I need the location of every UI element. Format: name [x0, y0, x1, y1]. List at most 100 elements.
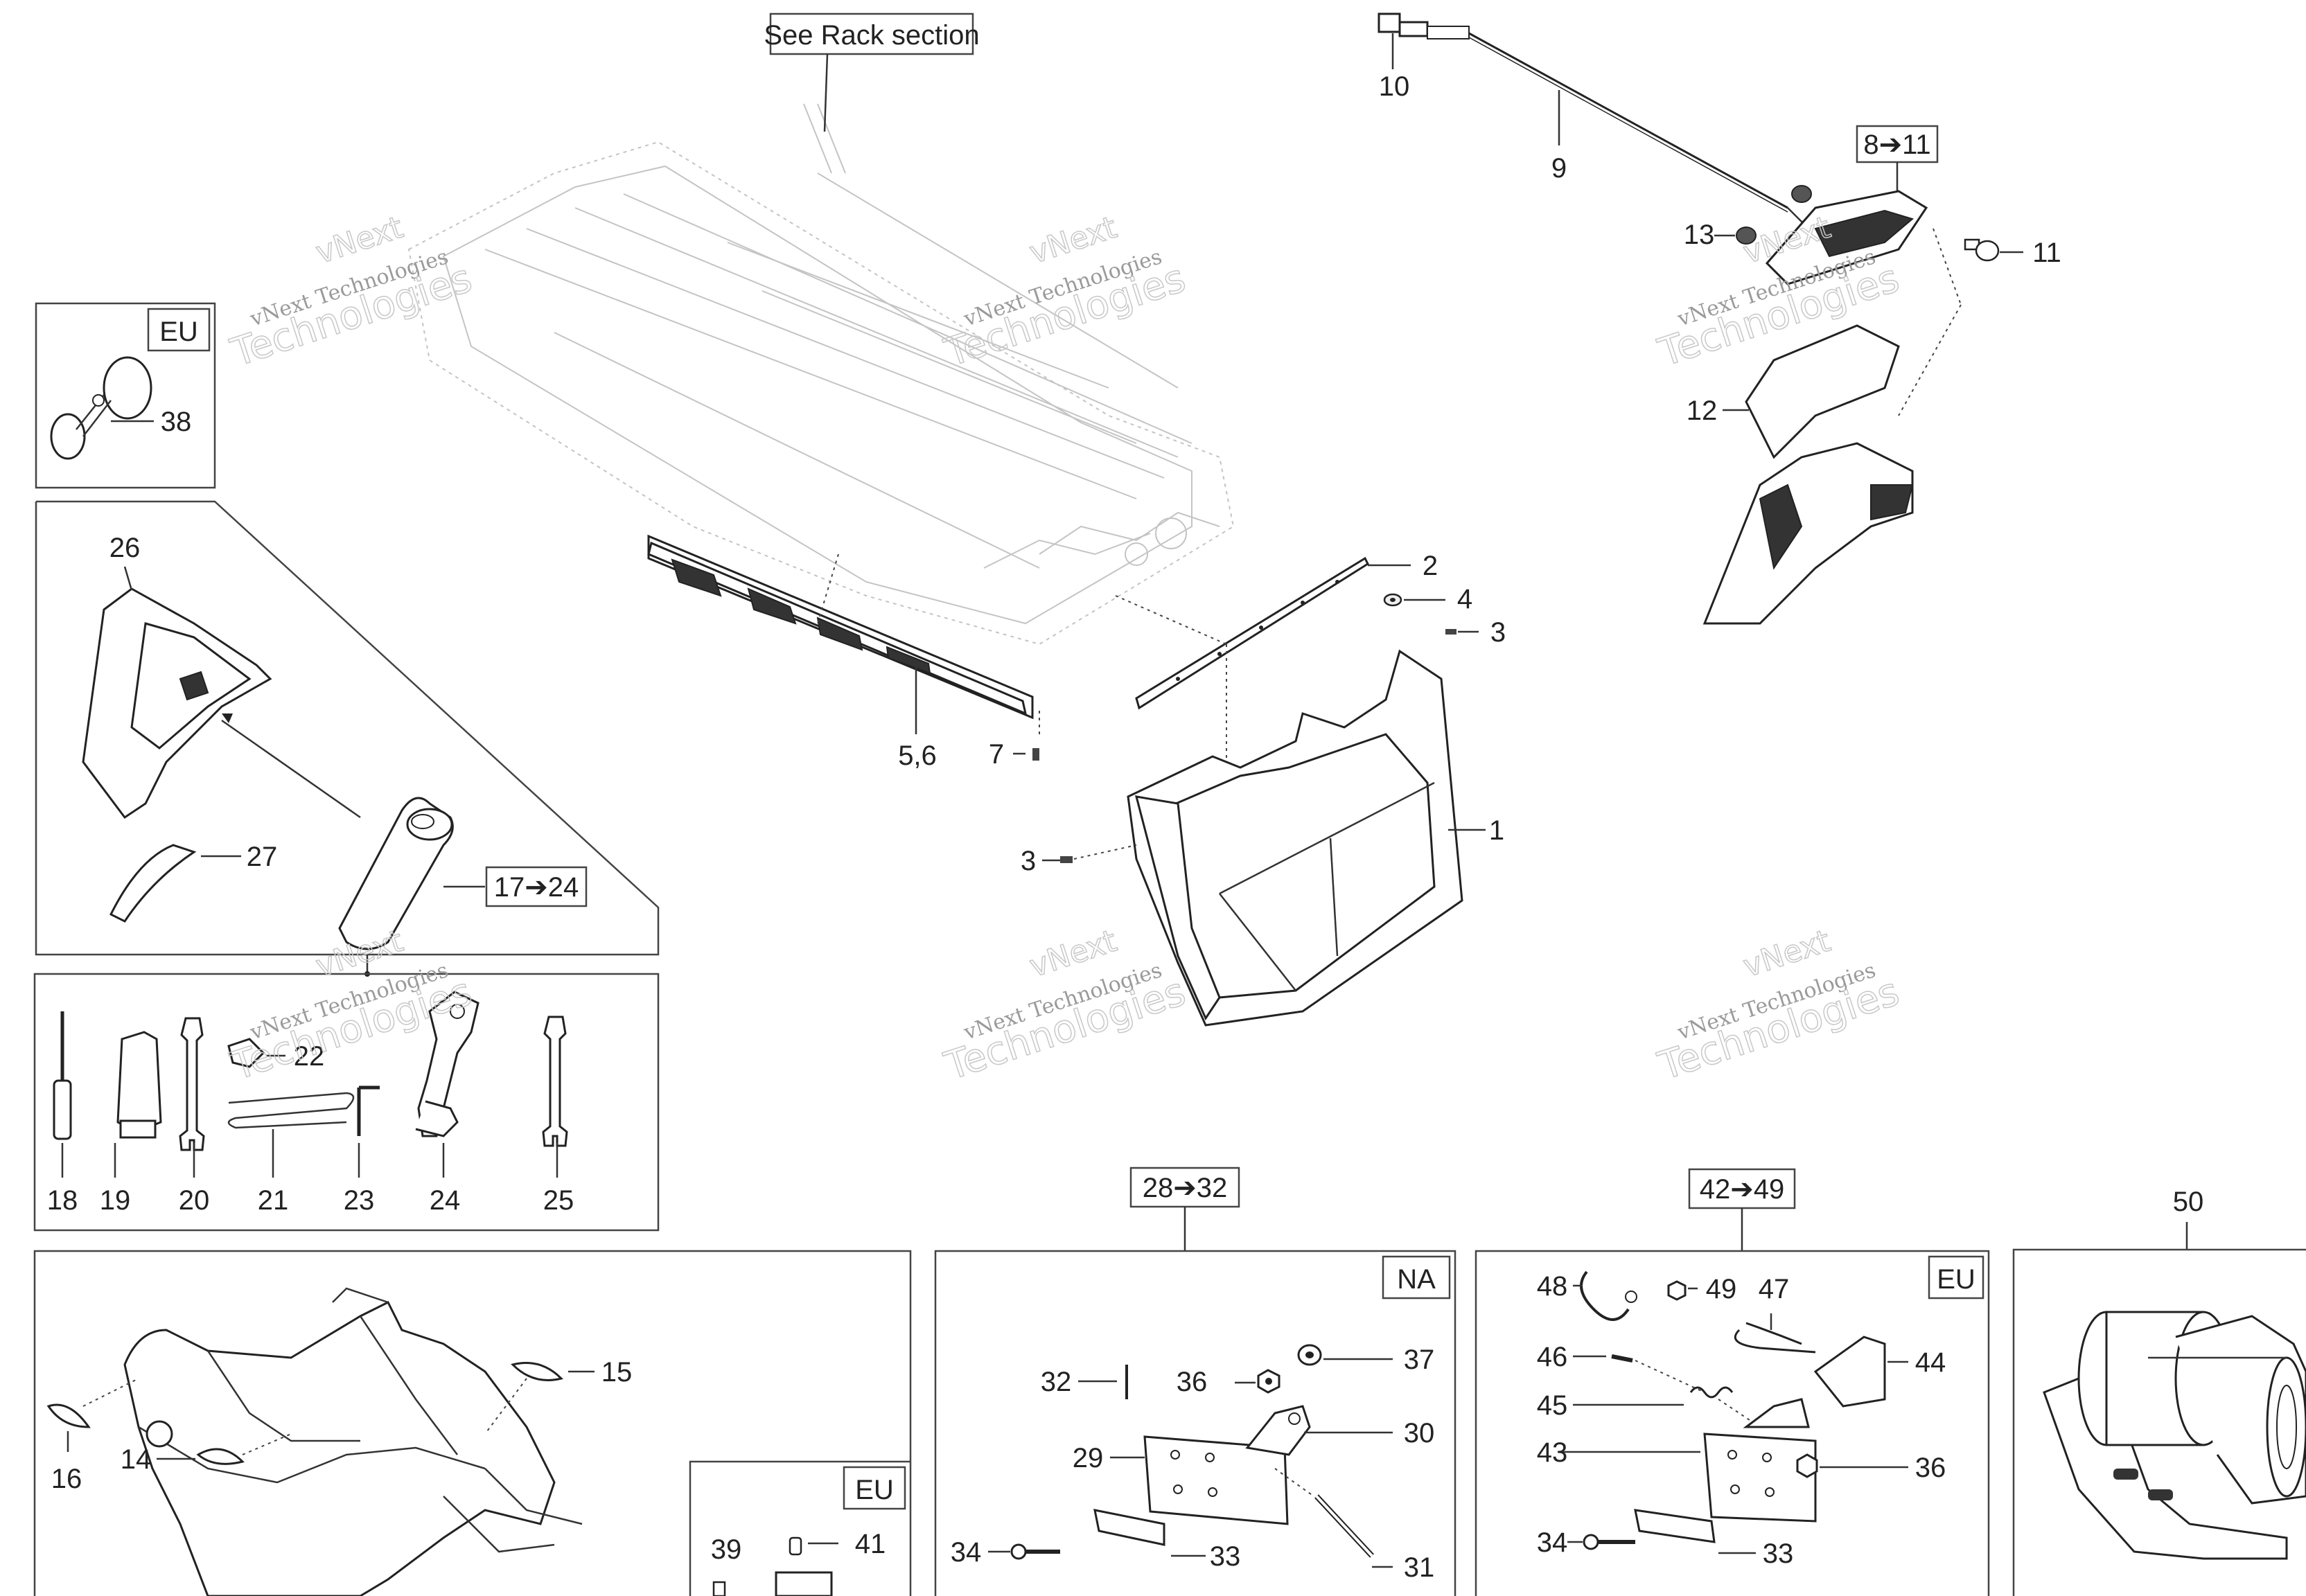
callout-11: 11: [2032, 238, 2061, 268]
callout-14: 14: [121, 1444, 152, 1475]
callout-38: 38: [161, 407, 192, 437]
callout-13: 13: [1684, 220, 1715, 250]
ref-box-28-32: 28➔32: [1129, 1167, 1240, 1251]
callout-1: 1: [1489, 815, 1504, 846]
tail-light-part-8: [1765, 190, 1962, 416]
eu-label-hitch: EU: [1937, 1264, 1975, 1295]
callout-47: 47: [1759, 1274, 1790, 1304]
callout-9: 9: [1551, 153, 1567, 184]
tool-bag-part-26: [82, 566, 361, 819]
callout-50: 50: [2173, 1187, 2204, 1217]
watermark-1: vNext vNext Technologies Technologies: [225, 209, 478, 376]
watermark-2: vNext vNext Technologies Technologies: [939, 209, 1192, 376]
screw-part-3-upper: [1445, 629, 1479, 635]
housing-part-12: [1702, 324, 1914, 625]
callout-33-eu: 33: [1763, 1539, 1794, 1569]
callout-37: 37: [1404, 1345, 1435, 1375]
strap-part-27: [109, 844, 241, 923]
callout-25: 25: [543, 1185, 574, 1216]
callout-21: 21: [258, 1185, 289, 1216]
callout-34-eu: 34: [1537, 1527, 1568, 1558]
callout-45: 45: [1537, 1390, 1568, 1421]
callout-10: 10: [1379, 71, 1410, 102]
eu-hitch-box: EU: [1475, 1250, 1990, 1596]
wrench-part-25: [542, 1016, 568, 1178]
callout-41: 41: [855, 1529, 886, 1559]
tool-tube: [338, 797, 485, 950]
snowmobile-box: [33, 1250, 912, 1596]
harness-part-9-10: [1378, 12, 1829, 223]
ref-box-42-49: 42➔49: [1688, 1168, 1796, 1251]
bulb-part-11: [1964, 238, 2023, 262]
callout-4: 4: [1457, 584, 1472, 614]
eu-label-top: EU: [159, 317, 198, 347]
see-rack-section-callout: See Rack section: [764, 12, 980, 132]
see-rack-label: See Rack section: [764, 20, 979, 51]
screwdriver-part-18: [53, 1011, 72, 1178]
callout-26: 26: [109, 533, 141, 563]
callout-46: 46: [1537, 1342, 1568, 1372]
screw-part-3-lower: [1042, 844, 1137, 863]
callout-24: 24: [430, 1185, 461, 1216]
callout-3-lower: 3: [1021, 846, 1036, 876]
callout-20: 20: [179, 1185, 210, 1216]
callout-18: 18: [47, 1185, 78, 1216]
callout-29: 29: [1073, 1443, 1104, 1473]
eu-inset-box: EU: [689, 1460, 910, 1596]
callout-36-na: 36: [1177, 1367, 1208, 1397]
rack-ghost-drawing: [407, 103, 1235, 646]
callout-2: 2: [1423, 551, 1438, 581]
eu-label-inset: EU: [855, 1475, 894, 1505]
callout-49: 49: [1706, 1274, 1737, 1304]
ref-box-17-24: 17➔24: [485, 866, 588, 907]
reflector-part-15: [484, 1362, 595, 1435]
callout-44: 44: [1915, 1347, 1946, 1378]
allen-key-part-23: [357, 1085, 380, 1178]
reflector-part-16: [46, 1378, 139, 1452]
callout-33-na: 33: [1210, 1541, 1241, 1572]
snowmobile-outline: [123, 1287, 583, 1596]
callout-23: 23: [344, 1185, 375, 1216]
callout-30: 30: [1404, 1418, 1435, 1448]
washer-part-4: [1383, 593, 1445, 607]
front-panel-part-1: [1127, 649, 1486, 1027]
socket-part-19: [114, 1031, 162, 1178]
tool-bag-frame: [35, 500, 660, 956]
callout-19: 19: [100, 1185, 131, 1216]
grommet-part-13: [1714, 185, 1812, 245]
callout-15: 15: [601, 1357, 633, 1387]
callout-5-6: 5,6: [898, 741, 937, 771]
callout-36-eu: 36: [1915, 1453, 1946, 1483]
wrench-part-20: [179, 1017, 205, 1178]
tools-box: [33, 973, 660, 1232]
callout-12: 12: [1687, 396, 1718, 426]
screw-part-7: [1013, 707, 1040, 761]
ref-label-17-24: 17➔24: [494, 872, 579, 903]
na-hitch-box: NA: [934, 1250, 1456, 1596]
callout-3-upper: 3: [1490, 617, 1506, 648]
winch-part-50: [2012, 1248, 2306, 1596]
callout-27: 27: [247, 842, 278, 872]
callout-7: 7: [989, 739, 1004, 770]
callout-32: 32: [1041, 1367, 1072, 1397]
ref-label-8-11: 8➔11: [1863, 130, 1930, 160]
callout-16: 16: [51, 1464, 82, 1494]
ref-label-42-49: 42➔49: [1700, 1174, 1785, 1205]
spanner-part-24: [415, 991, 479, 1178]
eu-mirror-box: EU: [35, 302, 216, 489]
strip-part-2: [1115, 556, 1411, 762]
callout-31: 31: [1404, 1552, 1435, 1583]
callout-22: 22: [294, 1041, 325, 1072]
watermark-5: vNext vNext Technologies Technologies: [939, 923, 1192, 1090]
side-plate-part-5-6: [647, 534, 1034, 734]
watermark-6: vNext vNext Technologies Technologies: [1653, 923, 1905, 1090]
callout-48: 48: [1537, 1271, 1568, 1302]
callout-39: 39: [711, 1534, 742, 1565]
ref-label-28-32: 28➔32: [1143, 1173, 1228, 1203]
reflector-part-14: [157, 1433, 292, 1465]
callout-34-na: 34: [951, 1537, 982, 1568]
na-label: NA: [1397, 1264, 1436, 1295]
ref-box-8-11: 8➔11: [1856, 125, 1939, 201]
clip-part-22: [227, 1038, 285, 1068]
